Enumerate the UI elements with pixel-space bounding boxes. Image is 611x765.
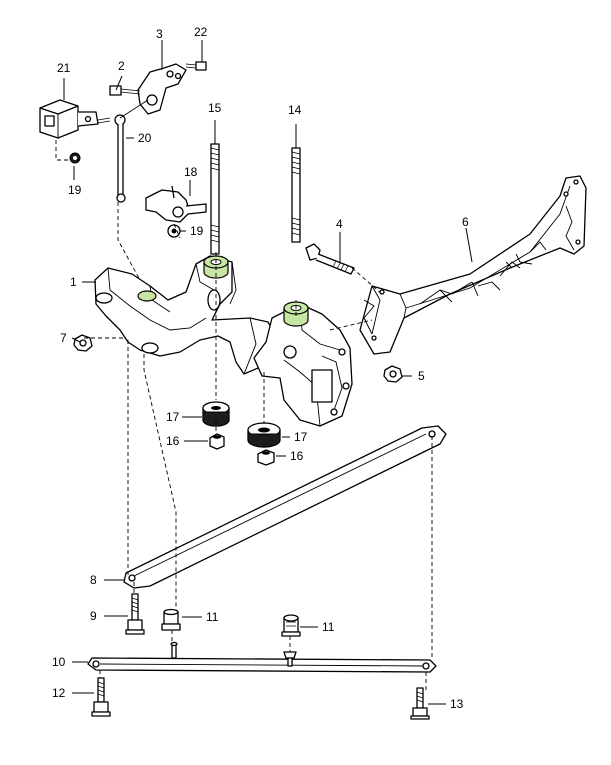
stud-bolt-15 <box>210 143 220 255</box>
callout-18: 18 <box>184 165 198 179</box>
callout-2: 2 <box>118 59 125 73</box>
callout-4: 4 <box>336 217 343 231</box>
sensor-arm-18 <box>145 185 207 223</box>
callout-3: 3 <box>156 27 163 41</box>
callout-17-left: 17 <box>166 410 180 424</box>
callout-19-left: 19 <box>68 183 82 197</box>
subframe-mount-right <box>253 303 353 427</box>
screw-2 <box>109 85 141 96</box>
callout-8: 8 <box>90 573 97 587</box>
rubber-mount-17-left <box>202 401 230 427</box>
nut-16-left <box>209 433 225 450</box>
callout-5: 5 <box>418 369 425 383</box>
callout-19-right: 19 <box>190 224 204 238</box>
callout-22: 22 <box>194 25 208 39</box>
bracket-3 <box>137 63 187 115</box>
rubber-mount-17-right <box>247 422 281 448</box>
callout-12: 12 <box>52 686 66 700</box>
callout-21: 21 <box>57 61 71 75</box>
nut-5 <box>383 365 403 383</box>
callout-10: 10 <box>52 655 66 669</box>
bolt-13 <box>410 687 430 720</box>
bolt-12 <box>91 677 111 717</box>
linkage-rod-20 <box>114 99 149 203</box>
callout-16-right: 16 <box>290 449 304 463</box>
stud-bolt-14 <box>291 147 301 243</box>
bolt-4 <box>305 243 355 275</box>
assembly-guide-lines <box>55 140 433 690</box>
callout-6: 6 <box>462 215 469 229</box>
lower-bar-10 <box>87 641 437 673</box>
callout-9: 9 <box>90 609 97 623</box>
strut-bar-8 <box>123 425 447 589</box>
callout-11-left: 11 <box>206 610 219 624</box>
screw-arm-connector <box>97 117 111 124</box>
bushing-left-green <box>137 290 157 302</box>
callout-20: 20 <box>138 131 152 145</box>
callout-labels: 1 2 3 4 5 6 7 8 9 10 11 11 12 13 14 15 1… <box>52 25 469 711</box>
callout-1: 1 <box>70 275 77 289</box>
nut-7 <box>73 334 93 352</box>
subframe-mount-1 <box>94 255 277 375</box>
level-sensor-21 <box>39 99 99 139</box>
screw-22 <box>185 61 207 71</box>
cross-member-6 <box>359 175 587 355</box>
callout-leaders <box>63 40 473 705</box>
callout-16-left: 16 <box>166 434 180 448</box>
callout-11-right: 11 <box>322 620 335 634</box>
nut-19 <box>69 152 81 164</box>
bolt-9 <box>125 593 145 635</box>
callout-17-right: 17 <box>294 430 308 444</box>
callout-13: 13 <box>450 697 464 711</box>
nut-16-right <box>257 449 275 466</box>
callout-7: 7 <box>60 331 67 345</box>
nut-19-lower <box>167 224 181 238</box>
nut-11-right <box>281 614 301 637</box>
callout-14: 14 <box>288 103 302 117</box>
nut-11-left <box>161 608 181 631</box>
callout-15: 15 <box>208 101 222 115</box>
